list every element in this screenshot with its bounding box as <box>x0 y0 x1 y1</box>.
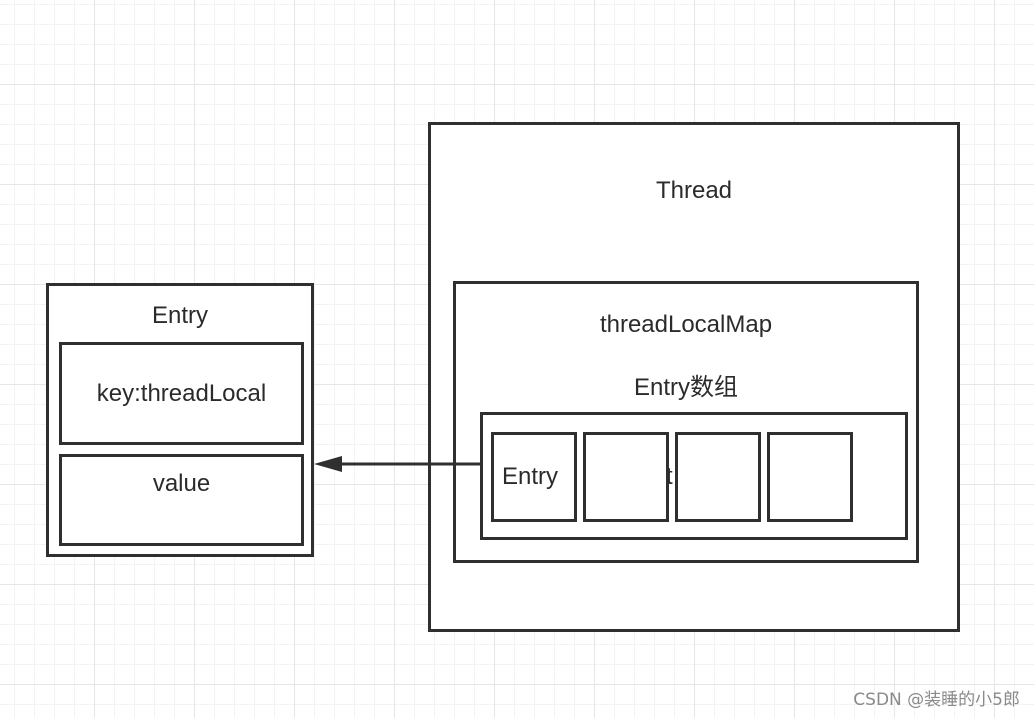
entry-detail-title: Entry <box>151 302 208 329</box>
thread-title: Thread <box>655 177 733 204</box>
overlap-text-fragment: t <box>666 463 673 490</box>
entry-array-cell: Entry <box>491 432 577 522</box>
entry-key-label: key:threadLocal <box>96 380 267 407</box>
watermark: CSDN @装睡的小5郎 <box>853 690 1020 710</box>
entry-array-cell <box>767 432 853 522</box>
thread-local-map-box: threadLocalMap Entry数组 Entry t <box>453 281 919 563</box>
entry-value-label: value <box>152 470 211 497</box>
entry-array-cell-label: Entry <box>502 463 559 490</box>
entry-detail-box: Entry key:threadLocal value <box>46 283 314 557</box>
entry-value-box: value <box>59 454 304 546</box>
reference-arrow-head <box>314 456 342 472</box>
entry-array-box: Entry t <box>480 412 908 540</box>
thread-box: Thread threadLocalMap Entry数组 Entry t <box>428 122 960 632</box>
entry-key-box: key:threadLocal <box>59 342 304 445</box>
entry-array-cell: t <box>583 432 673 522</box>
entry-array-title: Entry数组 <box>633 374 738 401</box>
thread-local-map-title: threadLocalMap <box>599 311 773 338</box>
entry-array-cell <box>675 432 761 522</box>
